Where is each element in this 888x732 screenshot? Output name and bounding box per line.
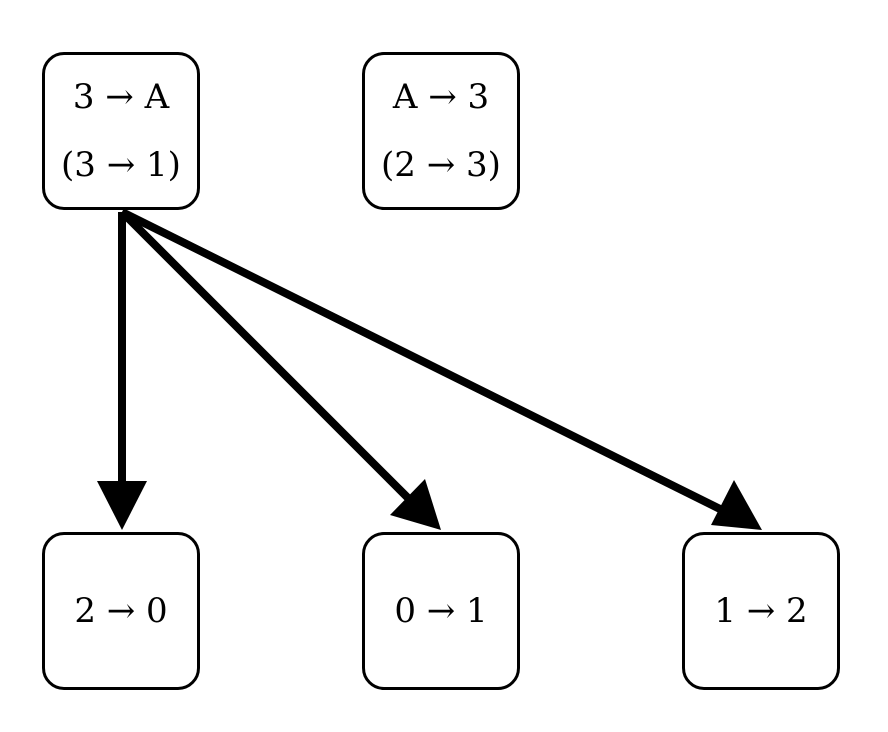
node-label: 0 → 1 (394, 591, 488, 631)
edge-3A-to-12 (120, 208, 724, 514)
arrowhead-3A-to-12 (711, 480, 762, 530)
node-2-to-0: 2 → 0 (42, 532, 200, 690)
node-A-to-3: A → 3 (2 → 3) (362, 52, 520, 210)
node-sublabel: (2 → 3) (381, 145, 501, 185)
node-label: 2 → 0 (74, 591, 168, 631)
node-1-to-2: 1 → 2 (682, 532, 840, 690)
arrowhead-3A-to-20 (97, 481, 147, 530)
node-label: 1 → 2 (714, 591, 808, 631)
node-label: 3 → A (72, 77, 170, 117)
edge-3A-to-01 (119, 209, 415, 505)
node-0-to-1: 0 → 1 (362, 532, 520, 690)
node-3-to-A: 3 → A (3 → 1) (42, 52, 200, 210)
node-label: A → 3 (392, 77, 490, 117)
arrowhead-3A-to-01 (390, 479, 441, 530)
node-sublabel: (3 → 1) (61, 145, 181, 185)
